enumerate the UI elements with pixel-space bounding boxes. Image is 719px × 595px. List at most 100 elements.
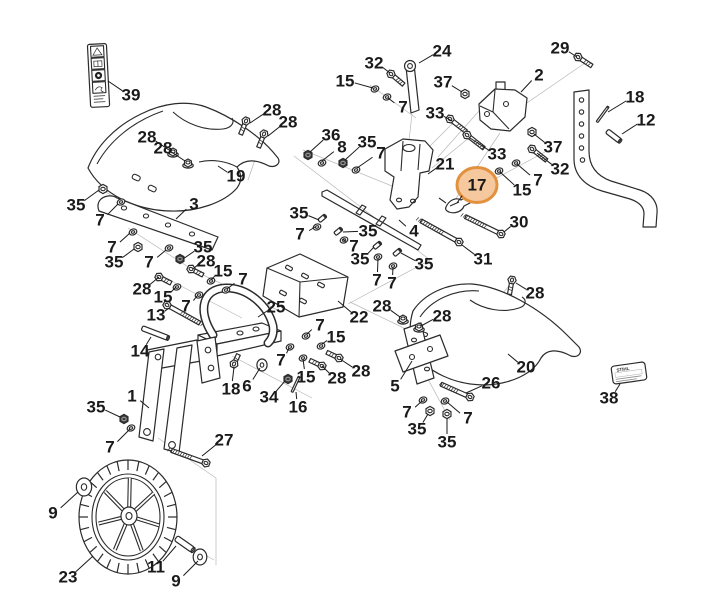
callout-label-37[interactable]: 37	[434, 73, 453, 92]
bolt-icon	[325, 349, 344, 363]
assembly-guide-line	[127, 227, 197, 273]
callout-label-7[interactable]: 7	[181, 297, 190, 316]
callout-label-24[interactable]: 24	[433, 42, 452, 61]
brand-sticker-text: STIHL	[616, 366, 630, 373]
callout-label-34[interactable]: 34	[260, 388, 279, 407]
callout-label-7[interactable]: 7	[276, 351, 285, 370]
callout-label-7[interactable]: 7	[402, 403, 411, 422]
callout-label-28[interactable]: 28	[433, 307, 452, 326]
callout-label-7[interactable]: 7	[95, 211, 104, 230]
callout-label-15[interactable]: 15	[336, 72, 355, 91]
callout-label-7[interactable]: 7	[107, 238, 116, 257]
callout-label-17[interactable]: 17	[468, 176, 487, 195]
callout-label-36[interactable]: 36	[322, 126, 341, 145]
callout-label-28[interactable]: 28	[138, 128, 157, 147]
callout-leader-line	[387, 97, 395, 104]
highlight-circle-17[interactable]	[455, 166, 499, 204]
callout-label-28[interactable]: 28	[263, 101, 282, 120]
callout-label-1[interactable]: 1	[127, 387, 136, 406]
callout-label-7[interactable]: 7	[376, 144, 385, 163]
callout-label-29[interactable]: 29	[551, 39, 570, 58]
callout-label-7[interactable]: 7	[144, 253, 153, 272]
callout-label-18[interactable]: 18	[626, 88, 645, 107]
callout-label-15[interactable]: 15	[513, 181, 532, 200]
callout-label-28[interactable]: 28	[197, 252, 216, 271]
callout-label-7[interactable]: 7	[387, 274, 396, 293]
callout-label-35[interactable]: 35	[105, 253, 124, 272]
callout-leader-line	[145, 336, 152, 345]
callout-label-4[interactable]: 4	[409, 222, 419, 241]
callout-label-7[interactable]: 7	[533, 171, 542, 190]
callout-label-15[interactable]: 15	[327, 328, 346, 347]
callout-label-7[interactable]: 7	[315, 316, 324, 335]
callout-label-6[interactable]: 6	[242, 377, 251, 396]
callout-label-3[interactable]: 3	[189, 195, 198, 214]
callout-label-38[interactable]: 38	[600, 389, 619, 408]
callout-label-9[interactable]: 9	[48, 504, 57, 523]
assembly-guide-line	[302, 149, 393, 187]
callout-label-35[interactable]: 35	[290, 204, 309, 223]
callout-label-7[interactable]: 7	[372, 271, 381, 290]
callout-leader-line	[342, 238, 346, 243]
callout-label-32[interactable]: 32	[365, 54, 384, 73]
callout-label-26[interactable]: 26	[482, 374, 501, 393]
brand-sticker-38: STIHL	[610, 361, 648, 385]
callout-label-19[interactable]: 19	[227, 167, 246, 186]
callout-label-33[interactable]: 33	[488, 145, 507, 164]
callout-label-25[interactable]: 25	[267, 298, 286, 317]
callout-label-20[interactable]: 20	[517, 358, 536, 377]
callout-label-11[interactable]: 11	[147, 558, 165, 577]
callout-label-15[interactable]: 15	[154, 288, 173, 307]
callout-label-12[interactable]: 12	[637, 111, 656, 130]
callout-label-14[interactable]: 14	[131, 342, 150, 361]
callout-label-35[interactable]: 35	[438, 433, 457, 452]
callout-label-22[interactable]: 22	[350, 308, 369, 327]
callout-label-28[interactable]: 28	[328, 369, 347, 388]
washer-icon	[301, 332, 311, 340]
callout-label-35[interactable]: 35	[87, 398, 106, 417]
callout-label-28[interactable]: 28	[526, 284, 545, 303]
callout-label-39[interactable]: 39	[122, 86, 141, 105]
callout-label-30[interactable]: 30	[510, 213, 529, 232]
callout-label-35[interactable]: 35	[408, 420, 427, 439]
assembly-guide-line	[431, 136, 471, 169]
callout-label-35[interactable]: 35	[358, 133, 377, 152]
callout-label-28[interactable]: 28	[154, 139, 173, 158]
callout-label-7[interactable]: 7	[295, 225, 304, 244]
callout-label-28[interactable]: 28	[133, 280, 152, 299]
callout-label-7[interactable]: 7	[349, 237, 358, 256]
callout-label-27[interactable]: 27	[215, 431, 234, 450]
callout-label-31[interactable]: 31	[474, 250, 493, 269]
callout-label-37[interactable]: 37	[544, 138, 563, 157]
part-1-support-leg	[138, 336, 221, 454]
callout-label-7[interactable]: 7	[238, 270, 247, 289]
callout-label-15[interactable]: 15	[214, 262, 233, 281]
callout-label-35[interactable]: 35	[351, 250, 370, 269]
callout-label-18[interactable]: 18	[222, 380, 241, 399]
callout-leader-line	[302, 358, 305, 370]
tire-tread-mark	[106, 559, 112, 569]
callout-label-32[interactable]: 32	[551, 160, 570, 179]
callout-label-9[interactable]: 9	[171, 572, 180, 591]
callout-label-2[interactable]: 2	[534, 66, 543, 85]
callout-label-35[interactable]: 35	[359, 222, 378, 241]
callout-label-28[interactable]: 28	[352, 362, 371, 381]
callout-label-28[interactable]: 28	[279, 113, 298, 132]
callout-label-16[interactable]: 16	[289, 398, 308, 417]
callout-label-15[interactable]: 15	[297, 368, 316, 387]
callout-label-28[interactable]: 28	[373, 297, 392, 316]
callout-label-5[interactable]: 5	[390, 377, 399, 396]
callout-label-7[interactable]: 7	[398, 98, 407, 117]
callout-label-13[interactable]: 13	[147, 306, 166, 325]
callout-leader-line	[217, 165, 228, 173]
callout-label-35[interactable]: 35	[194, 238, 213, 257]
callout-label-8[interactable]: 8	[337, 138, 346, 157]
callout-label-23[interactable]: 23	[59, 568, 78, 587]
callout-label-35[interactable]: 35	[67, 196, 86, 215]
callout-label-7[interactable]: 7	[105, 438, 114, 457]
callout-label-35[interactable]: 35	[415, 255, 434, 274]
callout-leader-line	[60, 491, 79, 509]
callout-label-7[interactable]: 7	[463, 409, 472, 428]
callout-label-21[interactable]: 21	[436, 155, 455, 174]
callout-label-33[interactable]: 33	[426, 104, 445, 123]
